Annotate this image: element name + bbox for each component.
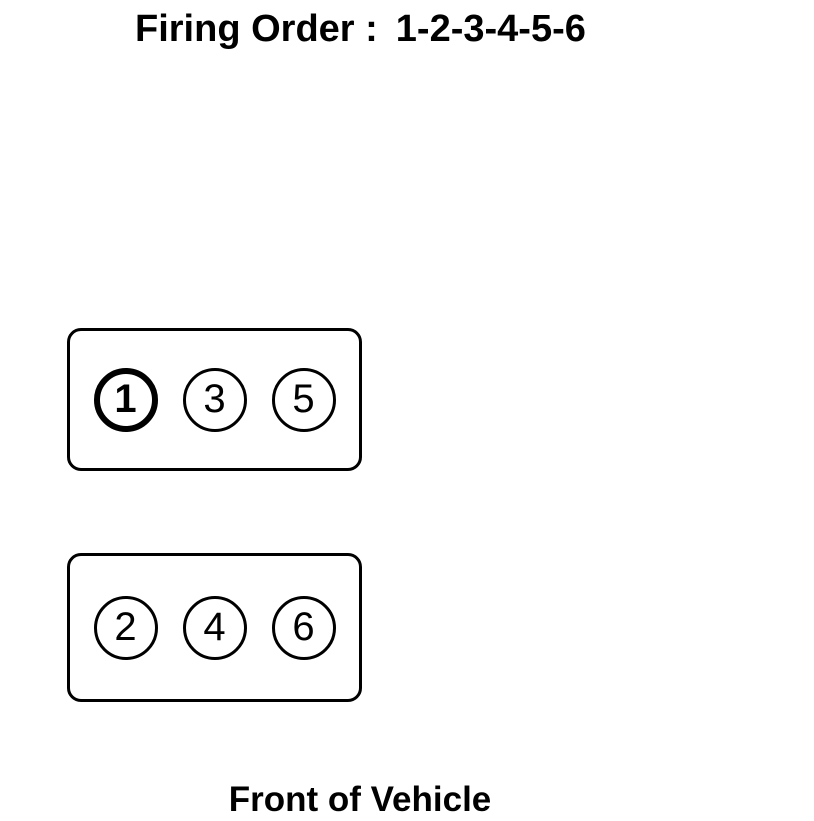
cylinder-6-circle: 6 xyxy=(271,595,336,660)
cylinder-bank-2-4-6: 2 4 6 xyxy=(67,553,362,702)
cylinder-2-circle: 2 xyxy=(93,595,158,660)
cylinder-1-circle: 1 xyxy=(93,367,158,432)
cylinder-4-circle: 4 xyxy=(182,595,247,660)
cylinder-3-circle: 3 xyxy=(182,367,247,432)
firing-order-label: Firing Order : xyxy=(135,8,378,50)
front-of-vehicle-label: Front of Vehicle xyxy=(228,780,492,819)
cylinder-5-circle: 5 xyxy=(271,367,336,432)
diagram-title: Firing Order : 1-2-3-4-5-6 xyxy=(135,8,586,52)
firing-order-sequence: 1-2-3-4-5-6 xyxy=(395,8,586,50)
cylinder-bank-1-3-5: 1 3 5 xyxy=(67,328,362,471)
